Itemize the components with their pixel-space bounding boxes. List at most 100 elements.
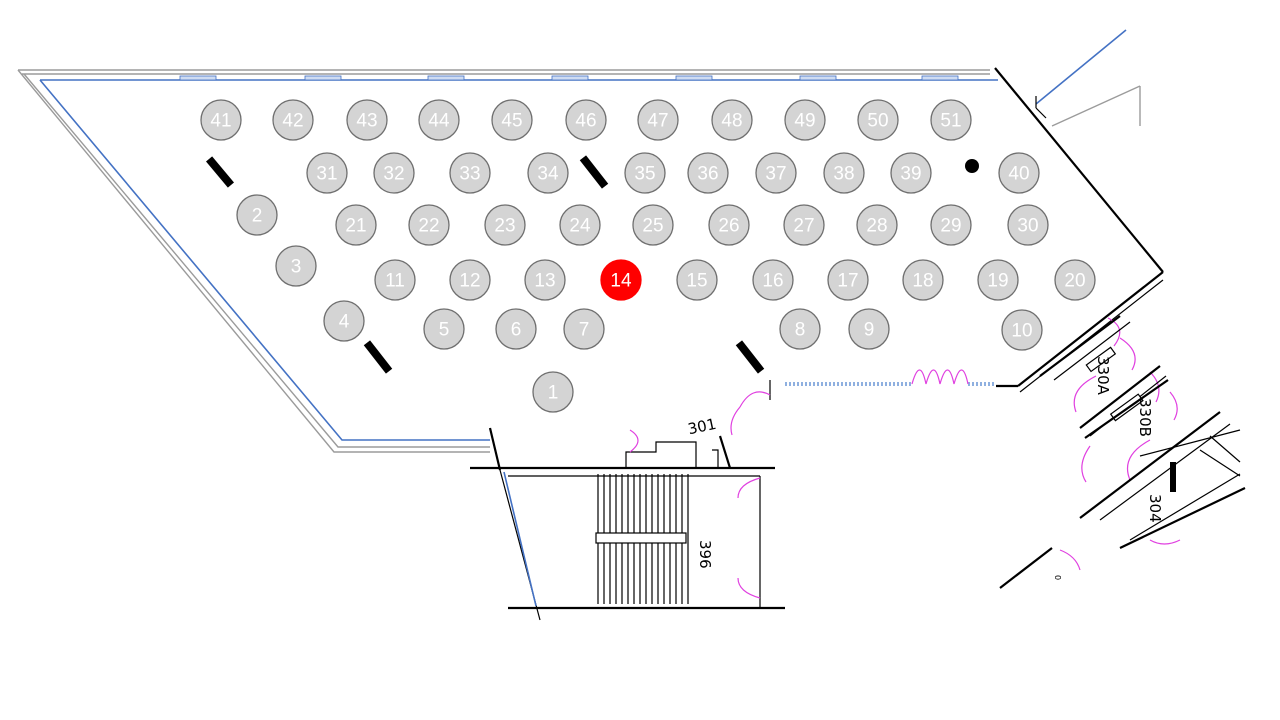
seat-22[interactable]: 22 [408,204,450,246]
seat-circle[interactable] [563,308,605,350]
seat-circle[interactable] [848,308,890,350]
seat-18[interactable]: 18 [902,259,944,301]
seat-circle[interactable] [687,152,729,194]
seat-36[interactable]: 36 [687,152,729,194]
seat-circle[interactable] [449,259,491,301]
seat-circle[interactable] [708,204,750,246]
seat-12[interactable]: 12 [449,259,491,301]
seat-50[interactable]: 50 [857,99,899,141]
seat-51[interactable]: 51 [930,99,972,141]
seat-circle[interactable] [374,259,416,301]
seat-38[interactable]: 38 [823,152,865,194]
seat-circle[interactable] [890,152,932,194]
seat-circle[interactable] [306,152,348,194]
seat-32[interactable]: 32 [373,152,415,194]
seat-24[interactable]: 24 [559,204,601,246]
seat-circle[interactable] [524,259,566,301]
seat-circle[interactable] [676,259,718,301]
seat-26[interactable]: 26 [708,204,750,246]
seat-circle[interactable] [527,152,569,194]
seat-37[interactable]: 37 [755,152,797,194]
seat-circle[interactable] [856,204,898,246]
seat-29[interactable]: 29 [930,204,972,246]
seat-circle[interactable] [902,259,944,301]
seat-circle[interactable] [408,204,450,246]
seat-49[interactable]: 49 [784,99,826,141]
seat-27[interactable]: 27 [783,204,825,246]
seat-8[interactable]: 8 [779,308,821,350]
seat-circle[interactable] [783,204,825,246]
seat-7[interactable]: 7 [563,308,605,350]
seat-circle[interactable] [1054,259,1096,301]
seat-4[interactable]: 4 [323,300,365,342]
seat-17[interactable]: 17 [827,259,869,301]
seat-circle[interactable] [998,152,1040,194]
seat-circle[interactable] [236,194,278,236]
seat-circle[interactable] [275,245,317,287]
seat-circle[interactable] [532,371,574,413]
seat-47[interactable]: 47 [637,99,679,141]
seat-circle[interactable] [323,300,365,342]
seat-circle[interactable] [779,308,821,350]
seat-35[interactable]: 35 [624,152,666,194]
seat-circle[interactable] [484,204,526,246]
seat-31[interactable]: 31 [306,152,348,194]
seat-circle[interactable] [449,152,491,194]
seat-41[interactable]: 41 [200,99,242,141]
seat-circle[interactable] [373,152,415,194]
seat-30[interactable]: 30 [1007,204,1049,246]
seat-circle[interactable] [711,99,753,141]
seat-3[interactable]: 3 [275,245,317,287]
seat-23[interactable]: 23 [484,204,526,246]
seat-circle[interactable] [637,99,679,141]
seat-19[interactable]: 19 [977,259,1019,301]
seat-circle[interactable] [418,99,460,141]
seat-6[interactable]: 6 [495,308,537,350]
seat-1[interactable]: 1 [532,371,574,413]
seat-48[interactable]: 48 [711,99,753,141]
seat-9[interactable]: 9 [848,308,890,350]
seat-circle[interactable] [857,99,899,141]
seat-circle[interactable] [495,308,537,350]
seat-10[interactable]: 10 [1001,309,1043,351]
seat-16[interactable]: 16 [752,259,794,301]
seat-43[interactable]: 43 [346,99,388,141]
seat-circle[interactable] [977,259,1019,301]
seat-14[interactable]: 14 [600,259,642,301]
seat-circle[interactable] [600,259,642,301]
seat-circle[interactable] [200,99,242,141]
seat-circle[interactable] [632,204,674,246]
seat-11[interactable]: 11 [374,259,416,301]
seat-28[interactable]: 28 [856,204,898,246]
seat-circle[interactable] [335,204,377,246]
seat-circle[interactable] [755,152,797,194]
seat-circle[interactable] [491,99,533,141]
seat-circle[interactable] [565,99,607,141]
seat-42[interactable]: 42 [272,99,314,141]
seat-2[interactable]: 2 [236,194,278,236]
seat-circle[interactable] [930,99,972,141]
seat-25[interactable]: 25 [632,204,674,246]
seat-circle[interactable] [784,99,826,141]
seat-circle[interactable] [827,259,869,301]
seat-15[interactable]: 15 [676,259,718,301]
seat-circle[interactable] [346,99,388,141]
seat-13[interactable]: 13 [524,259,566,301]
seat-46[interactable]: 46 [565,99,607,141]
seat-circle[interactable] [272,99,314,141]
seat-circle[interactable] [423,308,465,350]
seat-circle[interactable] [823,152,865,194]
seat-5[interactable]: 5 [423,308,465,350]
seat-34[interactable]: 34 [527,152,569,194]
seat-20[interactable]: 20 [1054,259,1096,301]
seat-circle[interactable] [559,204,601,246]
seat-circle[interactable] [1007,204,1049,246]
seat-circle[interactable] [752,259,794,301]
seat-45[interactable]: 45 [491,99,533,141]
seat-21[interactable]: 21 [335,204,377,246]
seat-44[interactable]: 44 [418,99,460,141]
seat-39[interactable]: 39 [890,152,932,194]
seat-40[interactable]: 40 [998,152,1040,194]
seat-circle[interactable] [930,204,972,246]
seat-circle[interactable] [624,152,666,194]
